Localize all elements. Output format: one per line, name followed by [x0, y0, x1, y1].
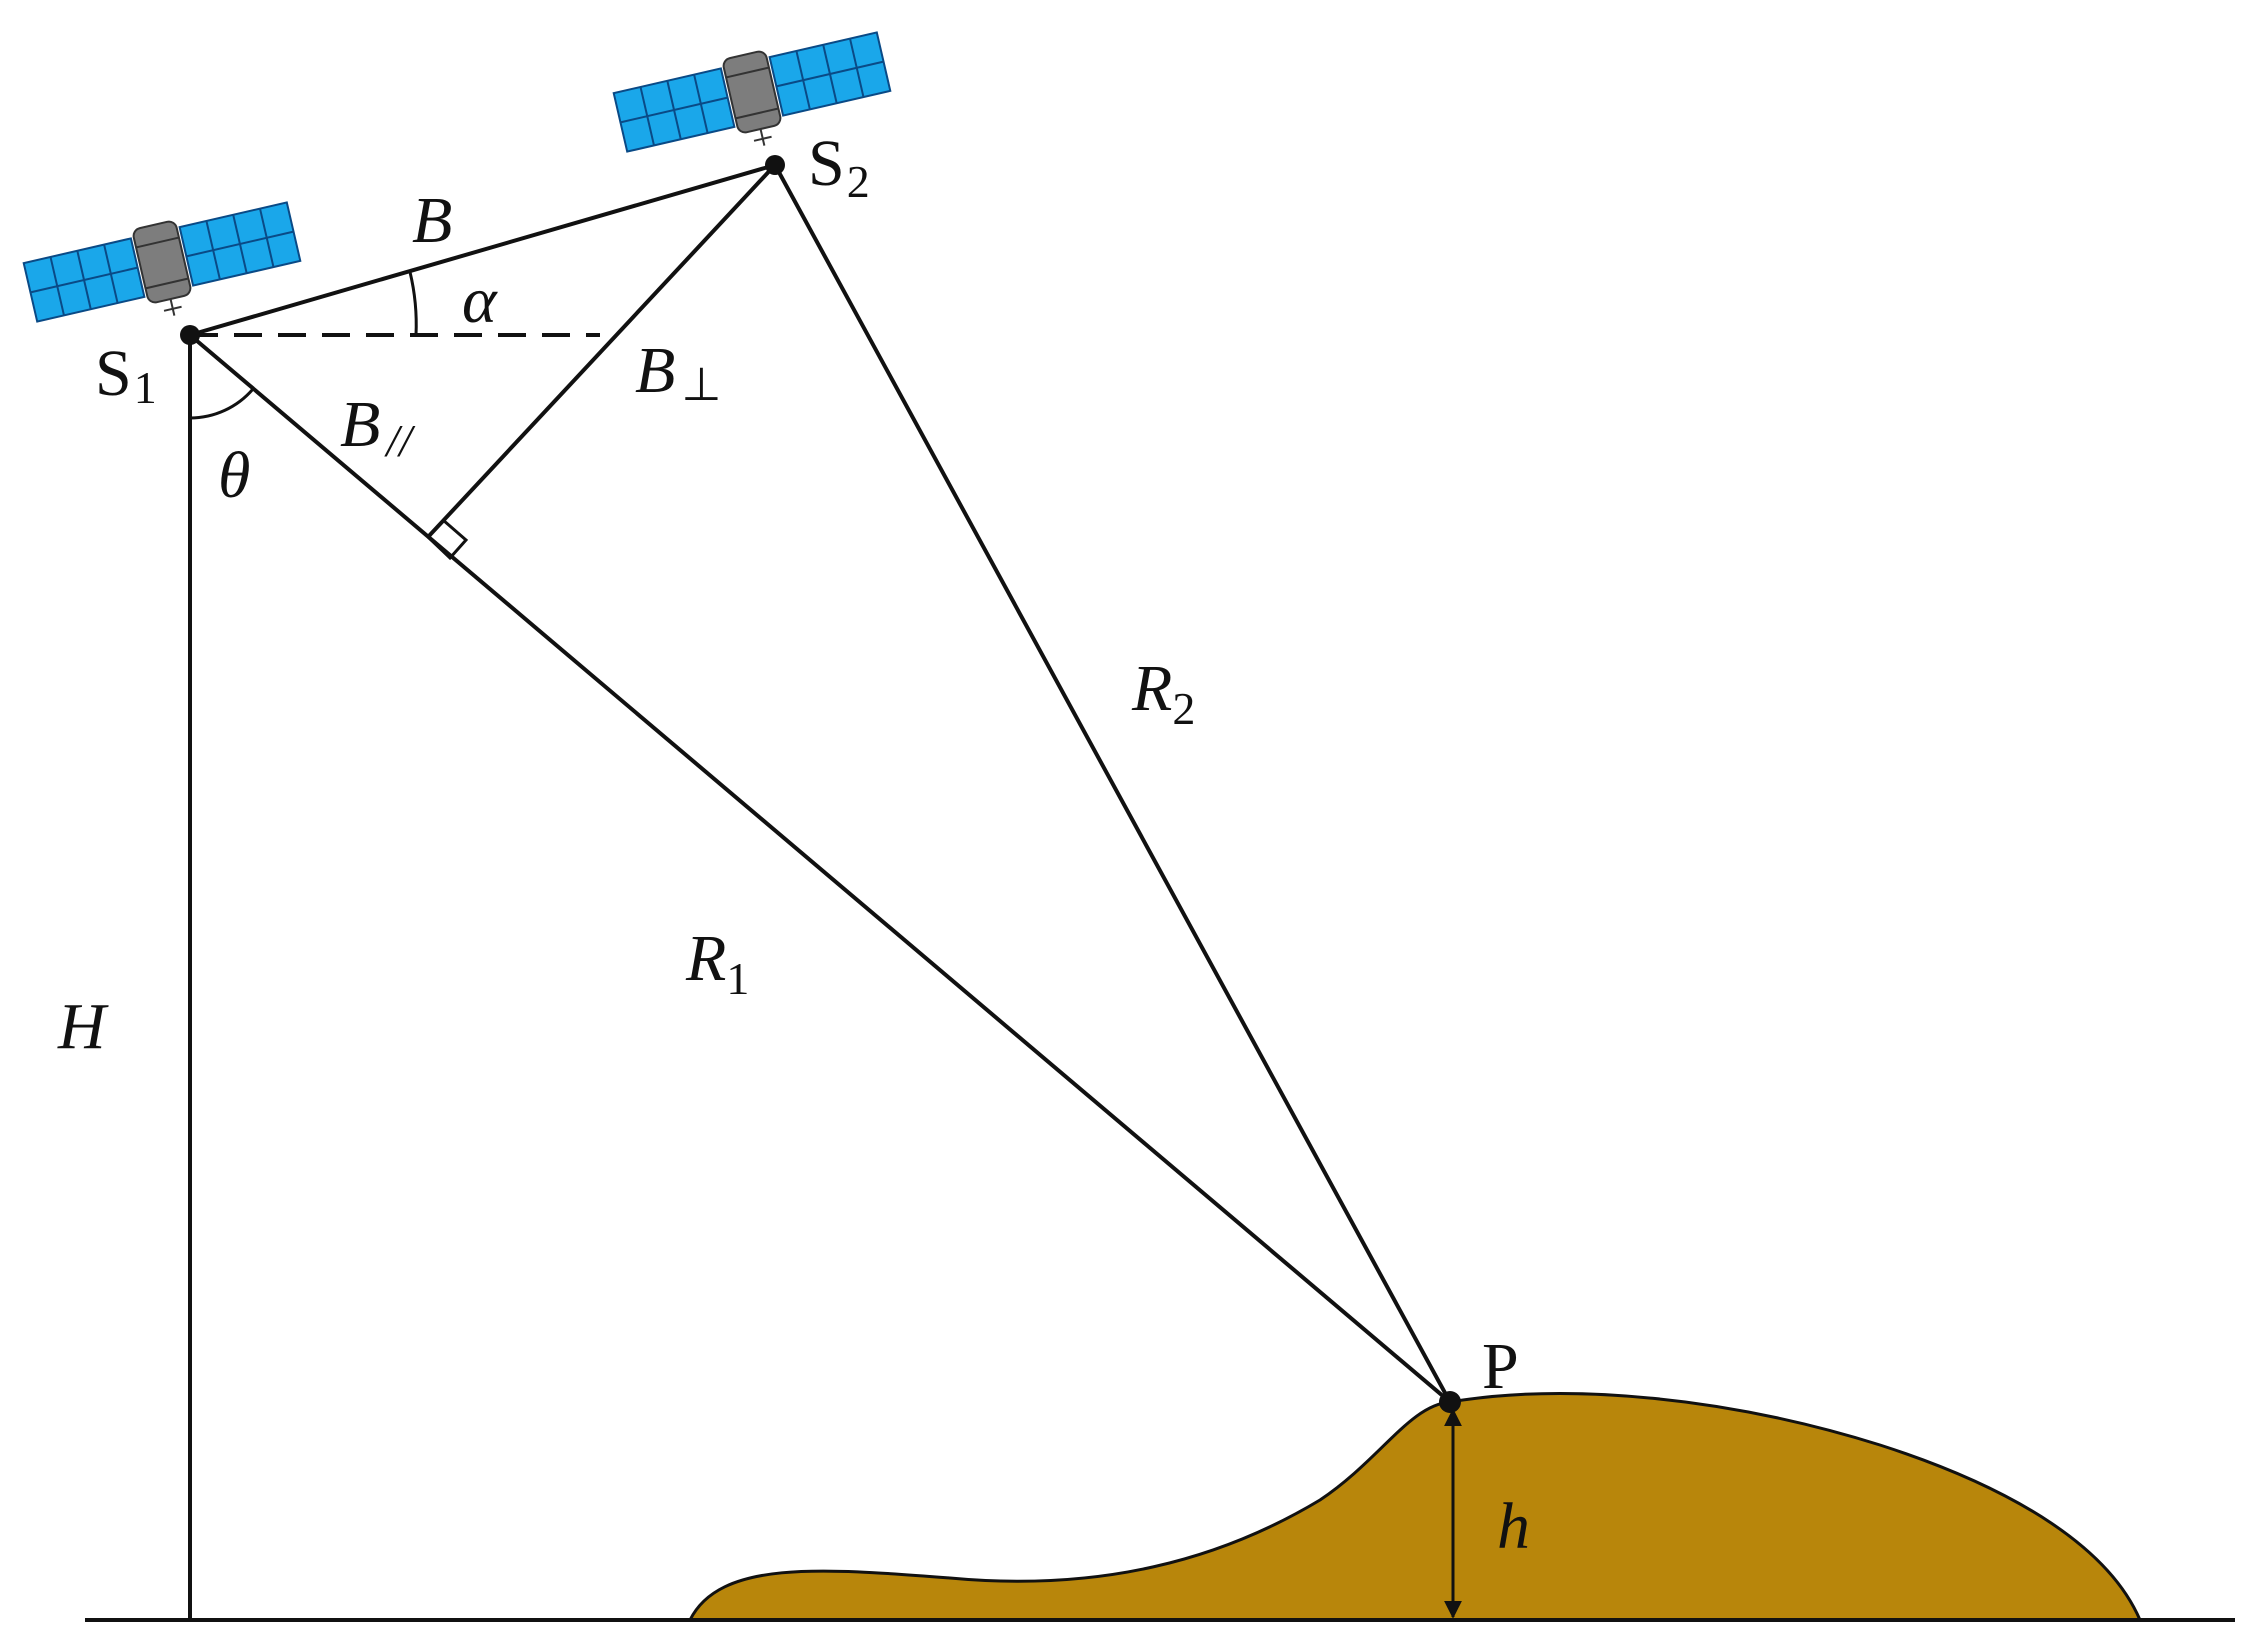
terrain-surface: [687, 1392, 2143, 1622]
point-S2: [765, 155, 785, 175]
perpendicular-baseline: [426, 163, 777, 539]
right-angle-marker: [426, 518, 469, 561]
alpha-angle-arc: [408, 271, 418, 336]
baseline-B: [189, 163, 776, 337]
range-line-R1: [188, 333, 1452, 1404]
label-s2: S2: [808, 127, 870, 207]
label-alpha: α: [462, 264, 498, 337]
satellite-2-icon: [610, 23, 897, 177]
label-r1: R1: [685, 922, 749, 1004]
point-S1: [180, 325, 200, 345]
label-theta: θ: [218, 439, 250, 512]
satellite-1-icon: [20, 193, 307, 347]
label-b-perp: B⊥: [635, 334, 721, 410]
label-point-P: P: [1482, 1330, 1519, 1403]
label-s1: S1: [95, 337, 157, 413]
point-P: [1439, 1391, 1461, 1413]
range-line-R2: [773, 164, 1452, 1403]
label-height-h: h: [1497, 1490, 1530, 1563]
label-b-parallel: B//: [340, 388, 416, 466]
label-height-H: H: [57, 990, 109, 1063]
label-r2: R2: [1131, 652, 1195, 734]
theta-angle-arc: [189, 388, 255, 420]
label-baseline-B: B: [412, 184, 452, 257]
